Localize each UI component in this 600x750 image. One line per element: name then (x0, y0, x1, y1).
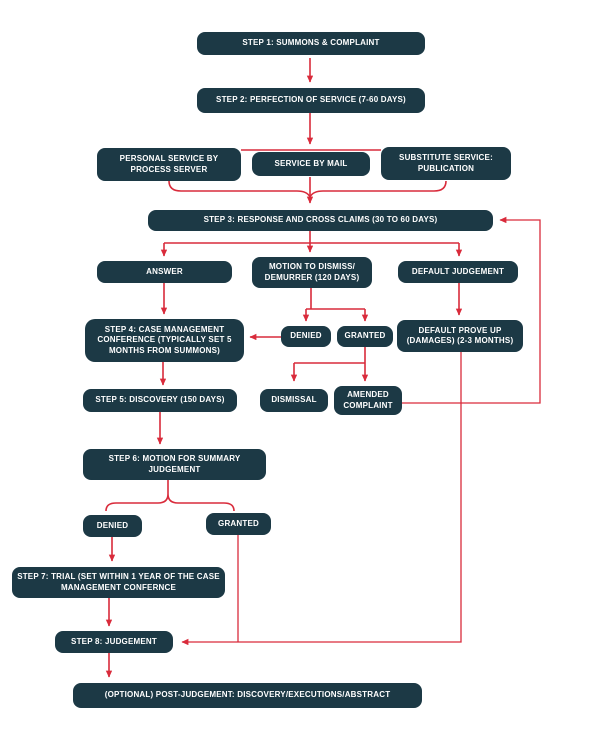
node-step1: STEP 1: SUMMONS & COMPLAINT (197, 32, 425, 55)
node-step6: STEP 6: MOTION FOR SUMMARY JUDGEMENT (83, 449, 266, 480)
node-step4: STEP 4: CASE MANAGEMENT CONFERENCE (TYPI… (85, 319, 244, 362)
node-denied-msj: DENIED (83, 515, 142, 537)
edge-step3-split (164, 231, 459, 244)
node-default-prove-up: DEFAULT PROVE UP (DAMAGES) (2-3 MONTHS) (397, 320, 523, 352)
node-step8: STEP 8: JUDGEMENT (55, 631, 173, 653)
node-answer: ANSWER (97, 261, 232, 283)
node-default-judgement: DEFAULT JUDGEMENT (398, 261, 518, 283)
node-dismissal: DISMISSAL (260, 389, 328, 412)
node-step2: STEP 2: PERFECTION OF SERVICE (7-60 DAYS… (197, 88, 425, 113)
node-substitute-service: SUBSTITUTE SERVICE: PUBLICATION (381, 147, 511, 180)
edge-amended-step3-loop (402, 216, 541, 404)
edge-motion-split (306, 288, 365, 310)
edge-step6-fork (105, 480, 235, 512)
edge-granted-split (294, 347, 366, 364)
node-motion-to-dismiss: MOTION TO DISMISS/ DEMURRER (120 DAYS) (252, 257, 372, 288)
node-step7: STEP 7: TRIAL (SET WITHIN 1 YEAR OF THE … (12, 567, 225, 598)
node-step5: STEP 5: DISCOVERY (150 DAYS) (83, 389, 237, 412)
node-amended-complaint: AMENDED COMPLAINT (334, 386, 402, 415)
node-granted-msj: GRANTED (206, 513, 271, 535)
node-personal-service: PERSONAL SERVICE BY PROCESS SERVER (97, 148, 241, 181)
node-service-by-mail: SERVICE BY MAIL (252, 152, 370, 176)
node-denied-motion: DENIED (281, 326, 331, 347)
node-granted-motion: GRANTED (337, 326, 393, 347)
node-post-judgement: (OPTIONAL) POST-JUDGEMENT: DISCOVERY/EXE… (73, 683, 422, 708)
node-step3: STEP 3: RESPONSE AND CROSS CLAIMS (30 TO… (148, 210, 493, 231)
edge-proveup-step8 (181, 352, 462, 646)
edge-services-merge-bracket (168, 180, 447, 199)
